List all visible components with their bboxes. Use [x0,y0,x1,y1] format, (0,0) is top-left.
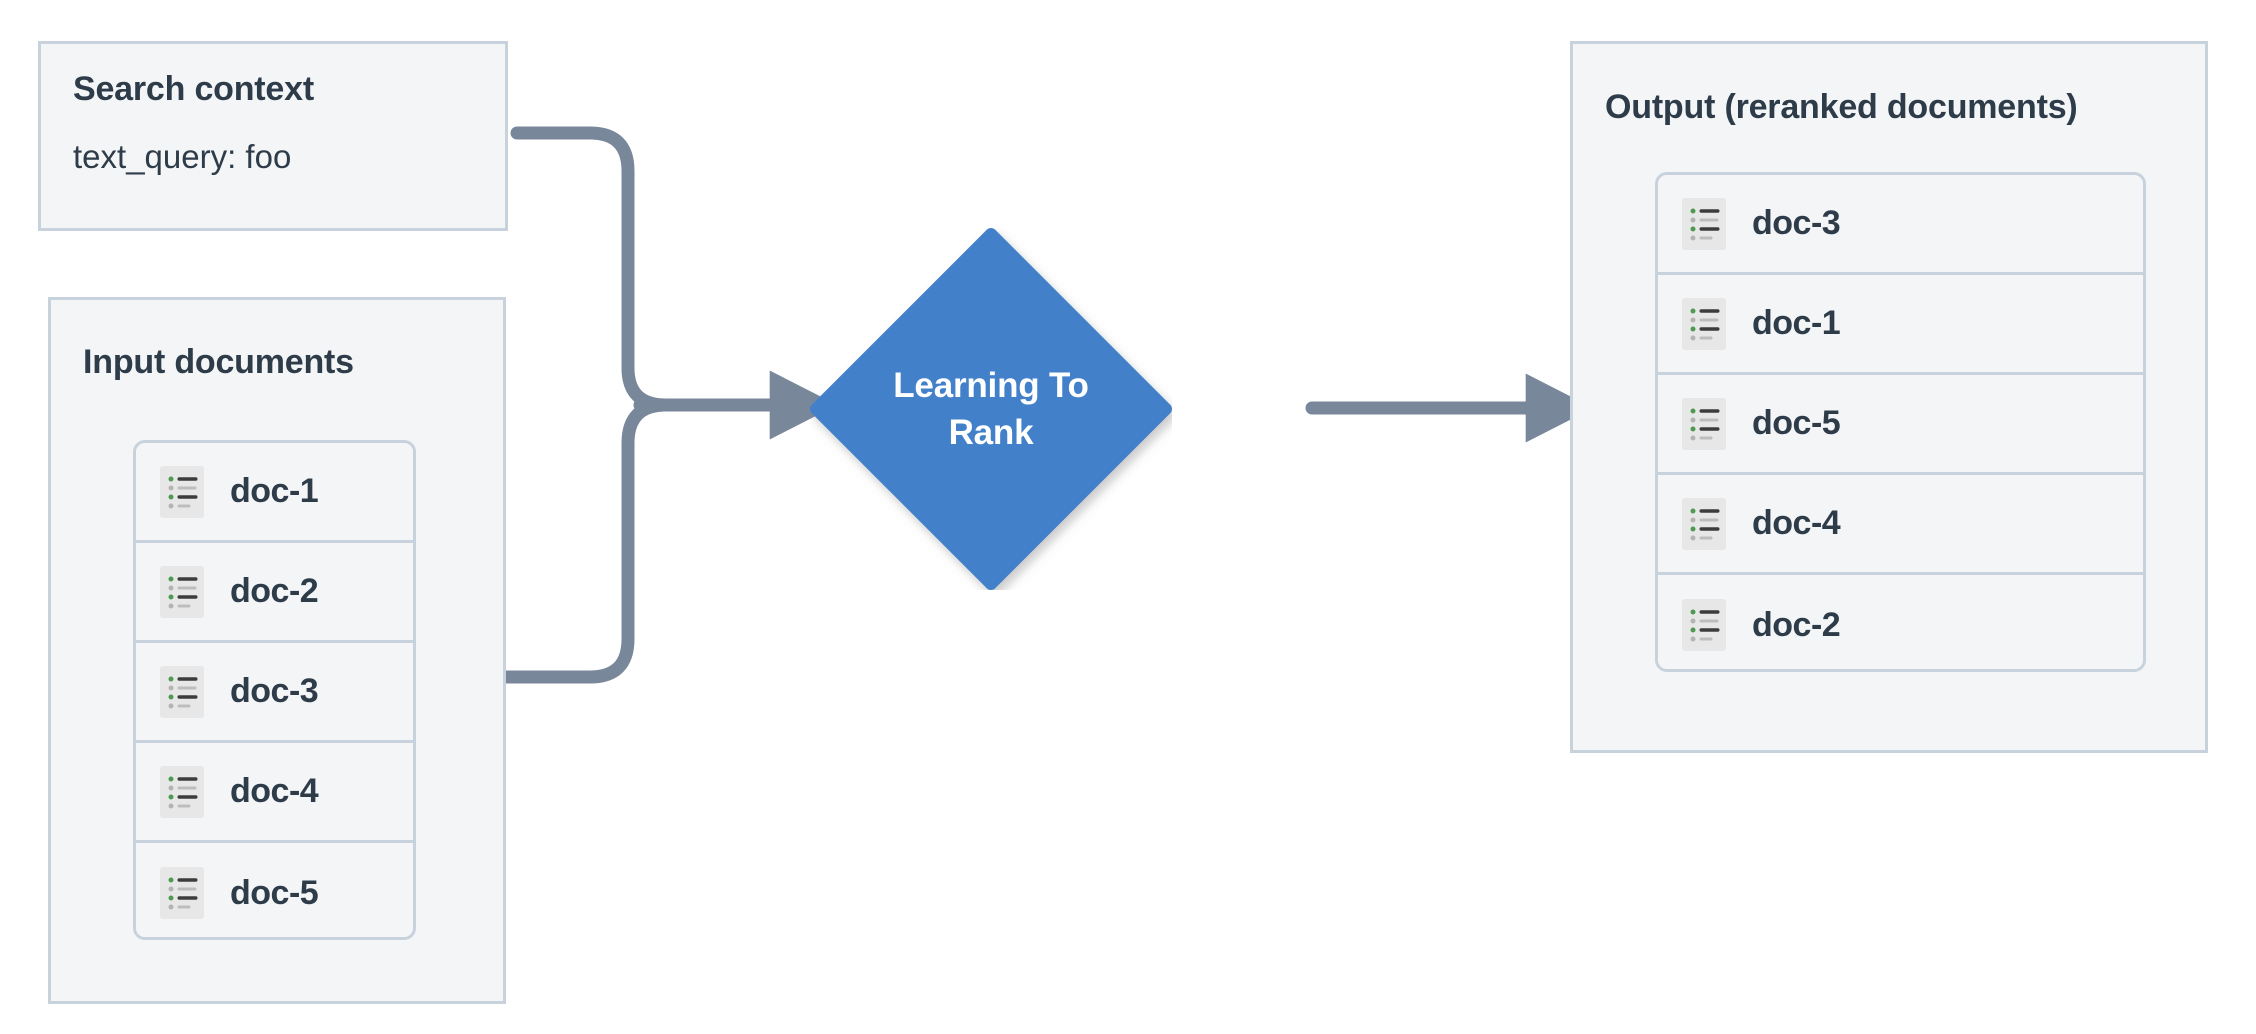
search-context-title: Search context [73,70,314,108]
document-list-item[interactable]: doc-5 [1658,375,2143,475]
document-label: doc-4 [1752,504,1841,542]
diamond-shape [810,228,1172,590]
document-list-item[interactable]: doc-4 [136,743,413,843]
search-context-query-text: text_query: foo [73,138,292,175]
document-list-icon [1682,599,1726,651]
document-list-icon [160,465,204,518]
output-panel-title: Output (reranked documents) [1605,88,2078,126]
document-list-icon [160,565,204,618]
document-label: doc-1 [230,472,319,510]
document-list-icon [160,665,204,718]
document-label: doc-4 [230,772,319,810]
document-list-item[interactable]: doc-1 [136,443,413,543]
document-list-item[interactable]: doc-2 [136,543,413,643]
document-label: doc-2 [230,572,319,610]
document-list-icon [1682,297,1726,350]
document-label: doc-3 [230,672,319,710]
document-label: doc-1 [1752,304,1841,342]
document-label: doc-3 [1752,204,1841,242]
document-list-icon [160,765,204,818]
document-list-item[interactable]: doc-5 [136,843,413,937]
document-list-icon [1682,197,1726,250]
document-label: doc-2 [1752,605,1841,644]
connector-search-context-to-ltr [510,126,673,412]
document-list-item[interactable]: doc-1 [1658,275,2143,375]
input-documents-list: doc-1 doc-2 doc-3 doc-4 doc-5 [133,440,416,940]
output-documents-list: doc-3 doc-1 doc-5 doc-4 doc-2 [1655,172,2146,672]
search-context-panel: Search context text_query: foo [38,41,508,231]
document-list-icon [1682,497,1726,550]
document-list-icon [160,867,204,919]
document-list-item[interactable]: doc-2 [1658,575,2143,669]
connector-input-documents-to-ltr [493,398,673,684]
document-list-item[interactable]: doc-4 [1658,475,2143,575]
document-list-item[interactable]: doc-3 [1658,175,2143,275]
document-list-item[interactable]: doc-3 [136,643,413,743]
document-list-icon [1682,397,1726,450]
document-label: doc-5 [230,873,319,912]
input-documents-title: Input documents [83,343,354,381]
learning-to-rank-node[interactable]: Learning To Rank [810,228,1172,590]
document-label: doc-5 [1752,404,1841,442]
